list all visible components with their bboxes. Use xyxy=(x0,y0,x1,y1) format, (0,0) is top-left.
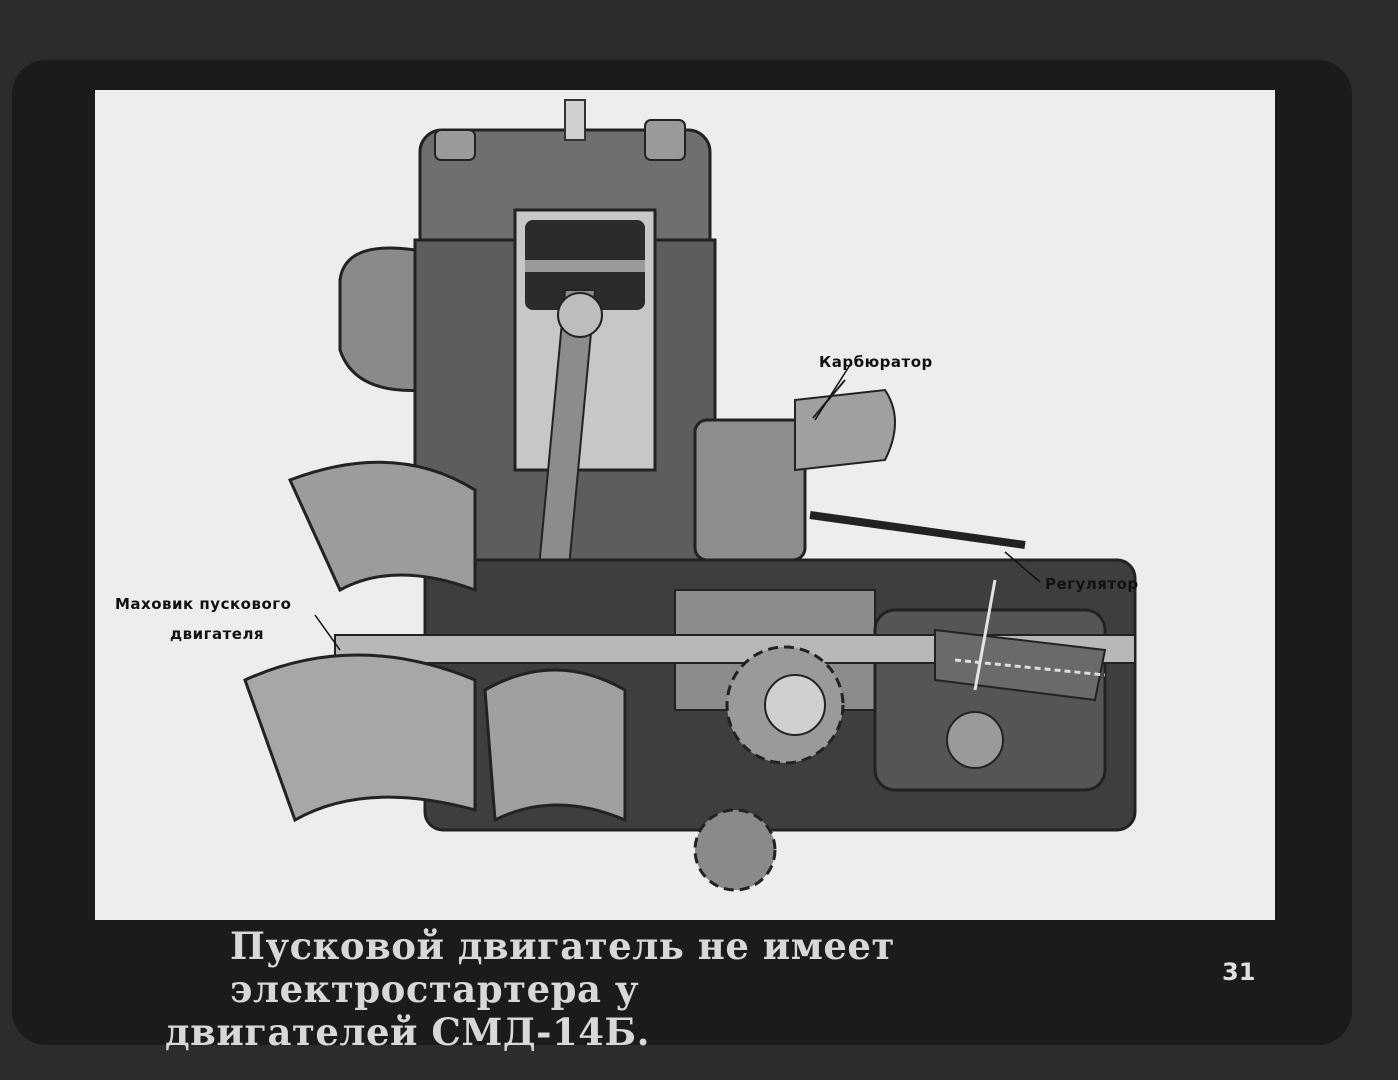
caption-line-2: двигателей СМД-14Б. xyxy=(165,1010,651,1054)
caption-line-1: Пусковой двигатель не имеет электростарт… xyxy=(230,924,895,1011)
flywheel-label-line1: Маховик пускового xyxy=(115,595,292,613)
page-number: 31 xyxy=(1222,958,1256,986)
slide-caption: Пусковой двигатель не имеет электростарт… xyxy=(165,925,1195,1054)
engine-cutaway-illustration xyxy=(243,99,1137,892)
carburetor-label: Карбюратор xyxy=(819,353,933,371)
illustration-panel: Карбюратор Регулятор Маховик пускового д… xyxy=(95,90,1275,920)
flywheel-label-line2: двигателя xyxy=(170,625,265,643)
regulator-label: Регулятор xyxy=(1045,575,1139,593)
